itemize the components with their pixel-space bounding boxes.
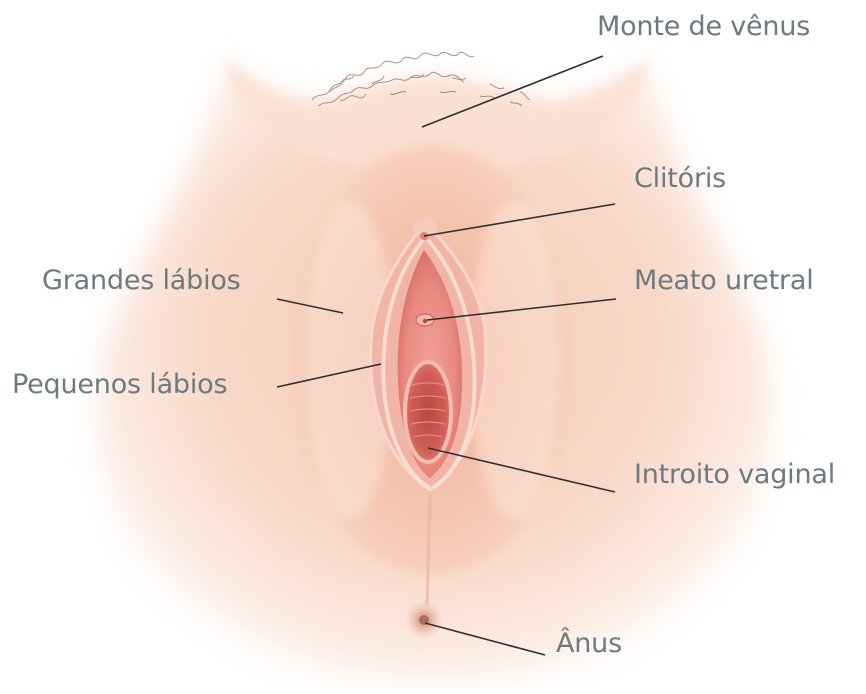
label-clitoris: Clitóris <box>634 165 726 192</box>
label-meato-uretral: Meato uretral <box>634 267 814 294</box>
label-monte-de-venus: Monte de vênus <box>597 13 810 40</box>
urethral-opening <box>423 319 427 323</box>
label-grandes-labios: Grandes lábios <box>42 267 241 294</box>
vaginal-introitus <box>405 362 451 462</box>
label-pequenos-labios: Pequenos lábios <box>12 371 227 398</box>
label-introito-vaginal: Introito vaginal <box>634 461 835 488</box>
label-anus: Ânus <box>556 630 622 657</box>
